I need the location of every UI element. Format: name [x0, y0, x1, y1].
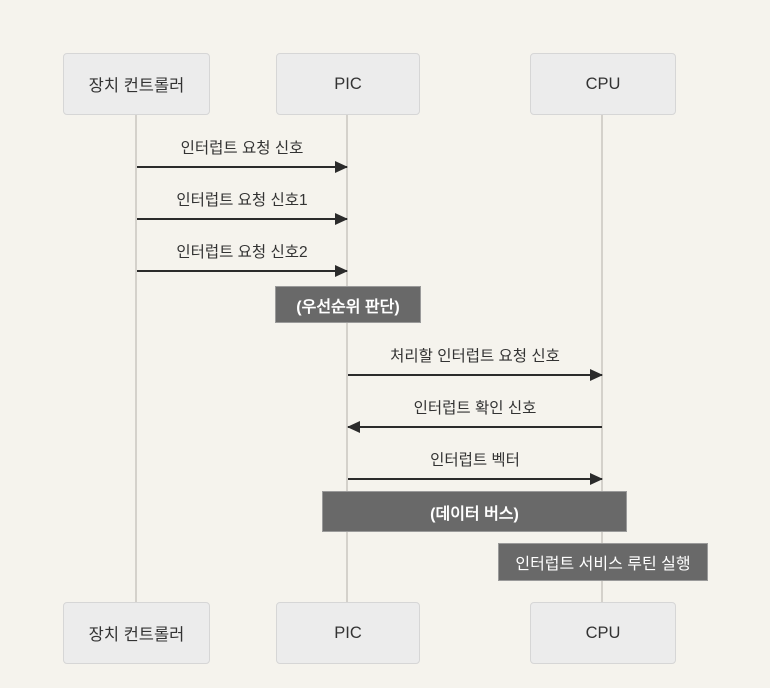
arrowhead-left-icon — [347, 421, 360, 433]
message-arrow-right — [137, 213, 348, 225]
lifeline-pic — [346, 115, 348, 602]
arrowhead-right-icon — [335, 161, 348, 173]
arrowhead-right-icon — [590, 473, 603, 485]
message-label-interrupt-vector: 인터럽트 벡터 — [430, 452, 520, 469]
actor-top-device-controller: 장치 컨트롤러 — [63, 53, 210, 115]
message-arrow-right — [348, 369, 603, 381]
note-label: 인터럽트 서비스 루틴 실행 — [515, 556, 691, 573]
note-label: (우선순위 판단) — [296, 298, 400, 316]
message-label-interrupt-to-handle: 처리할 인터럽트 요청 신호 — [390, 348, 560, 365]
actor-label: CPU — [585, 74, 621, 93]
lifeline-device-controller — [135, 115, 137, 602]
actor-top-cpu: CPU — [530, 53, 676, 115]
arrowhead-right-icon — [590, 369, 603, 381]
actor-label: 장치 컨트롤러 — [88, 626, 185, 644]
arrowhead-right-icon — [335, 213, 348, 225]
note-data-bus: (데이터 버스) — [322, 491, 627, 532]
actor-label: CPU — [585, 623, 621, 642]
message-label-interrupt-ack: 인터럽트 확인 신호 — [413, 400, 537, 417]
lifeline-cpu — [601, 115, 603, 602]
actor-label: 장치 컨트롤러 — [88, 77, 185, 95]
note-label: (데이터 버스) — [430, 505, 519, 523]
actor-bottom-pic: PIC — [276, 602, 420, 664]
actor-label: PIC — [334, 74, 362, 93]
note-isr-execution: 인터럽트 서비스 루틴 실행 — [498, 543, 708, 581]
message-label-interrupt-request-1: 인터럽트 요청 신호1 — [176, 192, 308, 209]
actor-bottom-device-controller: 장치 컨트롤러 — [63, 602, 210, 664]
note-priority-decision: (우선순위 판단) — [275, 286, 421, 323]
message-arrow-right — [348, 473, 603, 485]
message-arrow-right — [137, 161, 348, 173]
actor-label: PIC — [334, 623, 362, 642]
message-label-interrupt-request: 인터럽트 요청 신호 — [180, 140, 304, 157]
message-label-interrupt-request-2: 인터럽트 요청 신호2 — [176, 244, 308, 261]
arrowhead-right-icon — [335, 265, 348, 277]
message-arrow-right — [137, 265, 348, 277]
actor-top-pic: PIC — [276, 53, 420, 115]
message-arrow-left — [347, 421, 602, 433]
actor-bottom-cpu: CPU — [530, 602, 676, 664]
